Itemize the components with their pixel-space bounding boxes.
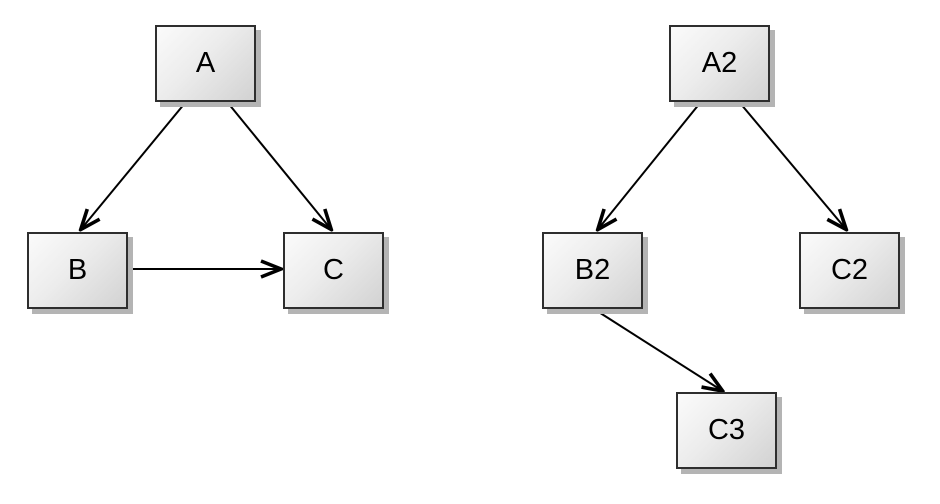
edge-B2-C3[interactable] (593, 308, 721, 390)
node-A2-label: A2 (701, 47, 738, 79)
node-C-label: C (323, 254, 344, 286)
node-B2[interactable]: B2 (542, 232, 643, 309)
node-A2[interactable]: A2 (669, 25, 770, 102)
edge-A2-B2[interactable] (599, 102, 701, 228)
node-C3-label: C3 (707, 414, 746, 446)
node-B2-label: B2 (574, 254, 611, 286)
node-C2-label: C2 (830, 254, 869, 286)
edge-A-C[interactable] (227, 102, 330, 228)
edge-A2-C2[interactable] (739, 102, 845, 228)
node-B-label: B (67, 254, 88, 286)
node-C3[interactable]: C3 (676, 392, 777, 469)
node-C[interactable]: C (283, 232, 384, 309)
node-A-label: A (195, 47, 216, 79)
node-A[interactable]: A (155, 25, 256, 102)
edge-A-B[interactable] (82, 102, 186, 228)
node-B[interactable]: B (27, 232, 128, 309)
node-C2[interactable]: C2 (799, 232, 900, 309)
